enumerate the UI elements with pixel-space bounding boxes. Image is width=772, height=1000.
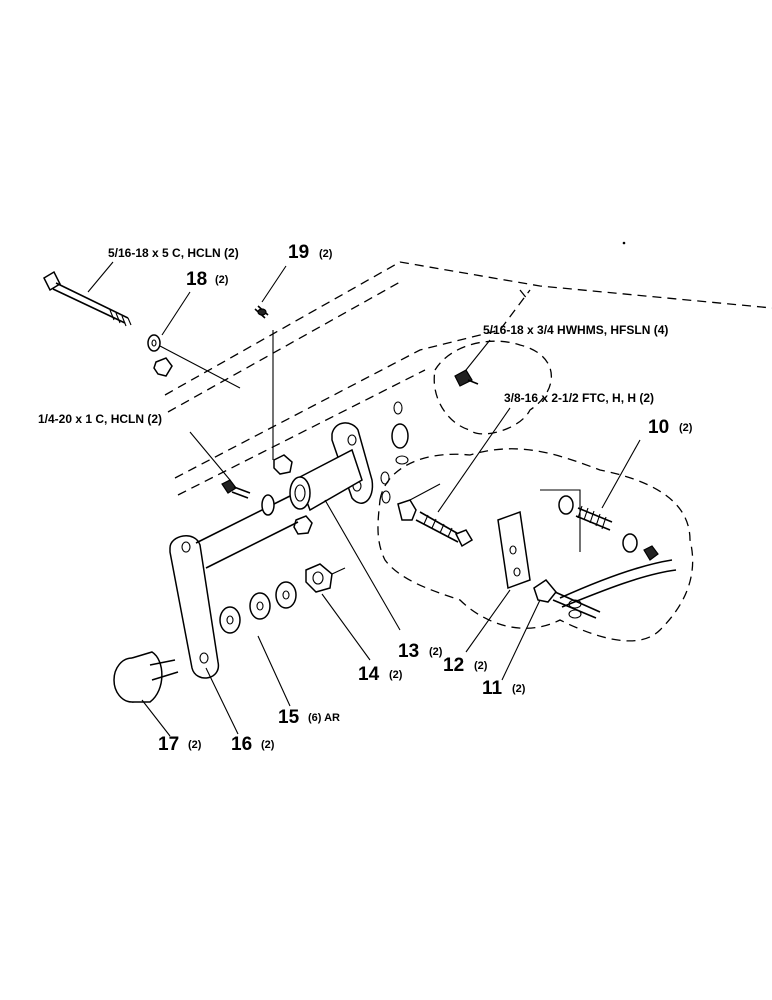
svg-text:14: 14 (358, 664, 380, 685)
fastener-19 (254, 305, 274, 460)
nut-14 (305, 563, 346, 593)
callout-11: 11 (2) (482, 678, 526, 699)
label-bolt-1-4: 1/4-20 x 1 C, HCLN (2) (38, 412, 162, 426)
svg-text:(2): (2) (429, 646, 443, 658)
pivot-bracket-13 (289, 422, 374, 512)
washer-18 (147, 334, 241, 389)
cutaway-regions (377, 340, 694, 642)
svg-text:(2): (2) (679, 422, 693, 434)
bolt-3-8 (397, 483, 474, 548)
svg-text:(2): (2) (215, 274, 229, 286)
callout-18: 18 (2) (186, 269, 229, 290)
svg-text:11: 11 (482, 678, 503, 699)
svg-text:(2): (2) (474, 660, 488, 672)
long-bolt (43, 270, 132, 327)
svg-text:10: 10 (648, 417, 669, 438)
callout-12: 12 (2) (443, 655, 488, 676)
svg-text:(2): (2) (188, 739, 202, 751)
callout-14: 14 (2) (358, 664, 403, 685)
svg-text:(2): (2) (512, 683, 526, 695)
svg-text:17: 17 (158, 734, 179, 755)
spring-10 (558, 495, 659, 561)
stray-dot (622, 241, 626, 245)
short-bolt (454, 369, 479, 387)
svg-text:(2): (2) (389, 669, 403, 681)
callout-19: 19 (2) (288, 242, 333, 263)
label-bolt-5-16-x3-4: 5/16-18 x 3/4 HWHMS, HFSLN (4) (483, 323, 668, 337)
svg-text:19: 19 (288, 242, 309, 263)
small-bolt (221, 479, 313, 535)
frame-hardware (273, 401, 409, 504)
callout-16: 16 (2) (231, 734, 275, 755)
svg-text:12: 12 (443, 655, 464, 676)
callout-13: 13 (2) (398, 641, 443, 662)
svg-text:(6) AR: (6) AR (308, 712, 340, 724)
hardware-labels: 5/16-18 x 5 C, HCLN (2) 5/16-18 x 3/4 HW… (38, 246, 668, 426)
washers-15 (219, 581, 297, 634)
lever-arm-16 (169, 494, 299, 679)
frame-panel-outline (164, 261, 772, 496)
label-bolt-3-8: 3/8-16 x 2-1/2 FTC, H, H (2) (504, 391, 654, 405)
svg-text:(2): (2) (261, 739, 275, 751)
plate-12 (497, 510, 531, 590)
svg-text:16: 16 (231, 734, 252, 755)
callout-17: 17 (2) (158, 734, 202, 755)
svg-text:(2): (2) (319, 248, 333, 260)
callout-15: 15 (6) AR (278, 707, 340, 728)
svg-text:13: 13 (398, 641, 419, 662)
svg-text:18: 18 (186, 269, 207, 290)
svg-text:15: 15 (278, 707, 300, 728)
label-bolt-5-16-x5: 5/16-18 x 5 C, HCLN (2) (108, 246, 239, 260)
fitting-11 (533, 559, 677, 619)
knob-17 (113, 651, 179, 703)
callout-10: 10 (2) (648, 417, 693, 438)
leader-lines (87, 261, 641, 737)
